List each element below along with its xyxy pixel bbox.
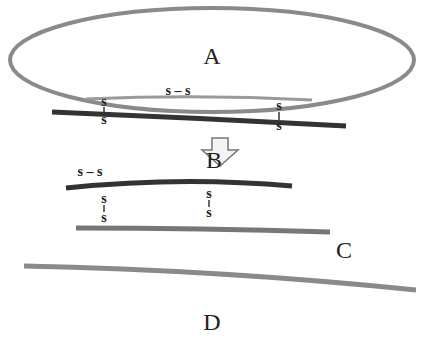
sulfur-label: s <box>101 211 106 225</box>
sulfur-label: s <box>101 95 106 109</box>
chain-letter: C <box>336 238 352 262</box>
strand-d <box>24 266 416 290</box>
sulfur-label: s <box>101 192 106 206</box>
sulfur-label: s <box>276 119 281 133</box>
strand-b <box>66 181 292 188</box>
sulfur-label: s <box>276 99 281 113</box>
strand-c <box>76 228 330 232</box>
disulfide-label: s – s <box>166 84 191 98</box>
dark-strand <box>52 112 346 126</box>
disulfide-label: s – s <box>78 165 103 179</box>
sulfur-label: s <box>101 113 106 127</box>
sulfur-label: s <box>206 206 211 220</box>
chain-letter: D <box>203 310 220 334</box>
loop-chain <box>10 8 414 112</box>
sulfur-label: s <box>206 187 211 201</box>
chain-letter: B <box>206 148 222 172</box>
chain-letter: A <box>203 44 220 68</box>
